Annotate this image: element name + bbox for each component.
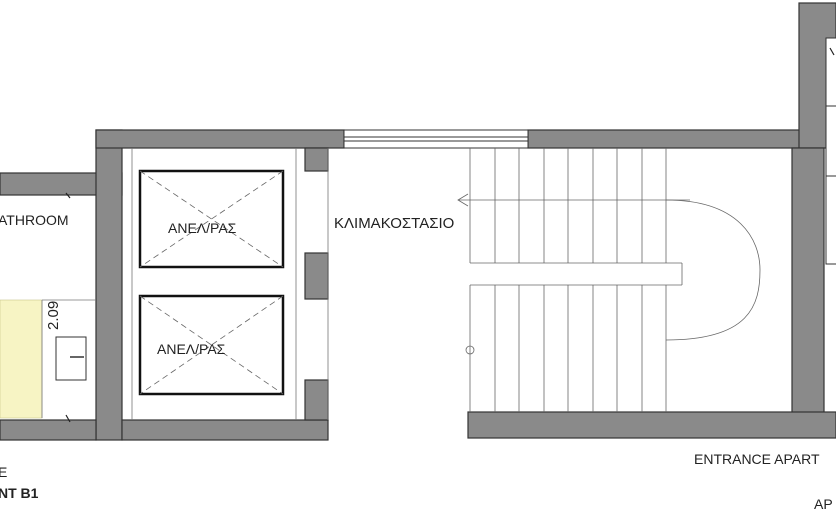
right-label: AP [814,496,833,512]
staircase-label: ΚΛΙΜΑΚΟΣΤΑΣΙΟ [334,215,454,232]
stair-curve [665,199,761,341]
entrance-label: ENTRANCE APART [694,451,820,467]
right-cabinets [825,37,836,265]
wall-bottom-right [467,411,836,439]
elevator-1 [138,169,285,269]
wall-top-main [95,129,345,149]
wall-bottom-left [0,419,97,441]
inner-lines [41,148,329,420]
left-label-2: NT B1 [0,485,39,501]
sink [55,336,87,381]
pillar-1 [304,147,329,172]
door-marks [65,47,835,423]
elevator-1-label: ΑΝΕΛ/ΡΑΣ [168,220,237,236]
pillar-2 [304,252,329,300]
wall-top-right [527,129,821,149]
left-label-1: E [0,464,7,480]
wall-left-column [95,129,123,441]
stair-start-icon [465,345,475,355]
wall-right-lower [791,147,825,414]
stair-direction-arrow [457,193,690,207]
elevator-2 [138,294,285,396]
window [343,129,529,149]
walls [0,2,836,441]
elevator-2-label: ΑΝΕΛ/ΡΑΣ [157,341,226,357]
staircase [469,148,761,412]
wall-bottom-mid [121,419,329,441]
bathroom-label: ATHROOM [0,212,69,228]
dimension-label: 2.09 [45,301,62,330]
pillar-3 [304,379,329,421]
bathroom-floor [0,299,43,419]
